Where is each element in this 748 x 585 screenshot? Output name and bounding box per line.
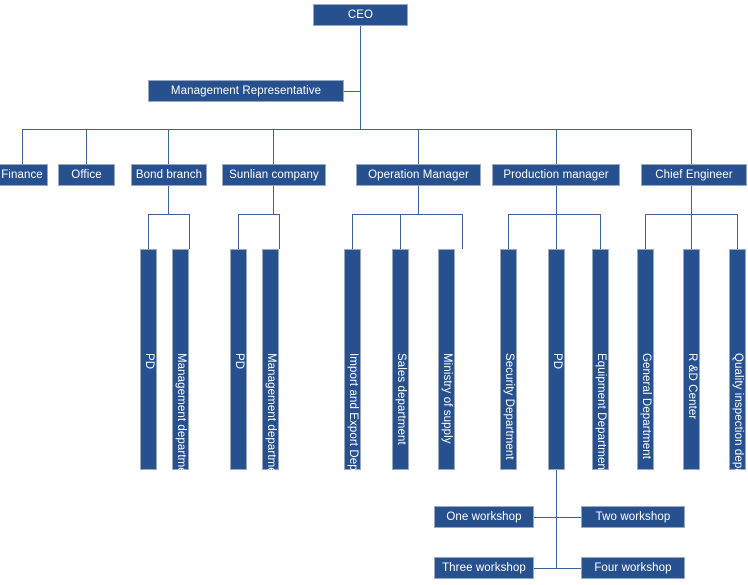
node-three-workshop[interactable]: Three workshop (434, 557, 534, 579)
node-four-workshop[interactable]: Four workshop (581, 557, 685, 579)
connector-workshop-four (556, 568, 581, 569)
node-two-workshop[interactable]: Two workshop (581, 506, 685, 528)
connector-production-bus (508, 214, 601, 215)
node-import-and-export-department-label: Import and Export Department (346, 353, 359, 511)
node-bond-branch-label: Bond branch (135, 168, 203, 181)
connector-bond-drop-pd (148, 214, 149, 249)
connector-chief-drop-rnd (691, 214, 692, 249)
connector-main-bus (22, 129, 691, 130)
node-operation-manager-label: Operation Manager (368, 168, 469, 181)
node-finance-label: Finance (1, 168, 43, 181)
connector-operation-drop-ministry (462, 214, 463, 249)
node-bond-pd[interactable]: PD (140, 249, 157, 470)
node-equipment-department-of-energy-label: Equipment Department of energy (594, 353, 607, 526)
node-sales-department-label: Sales department (394, 353, 407, 445)
connector-workshop-two (556, 517, 581, 518)
node-office-label: Office (71, 168, 102, 181)
node-bond-branch[interactable]: Bond branch (131, 164, 207, 186)
node-rnd-center[interactable]: R &D Center (683, 249, 700, 470)
node-sunlian-company[interactable]: Sunlian company (222, 164, 326, 186)
node-three-workshop-label: Three workshop (442, 561, 526, 574)
connector-operation-bus (352, 214, 463, 215)
node-production-manager[interactable]: Production manager (492, 164, 620, 186)
connector-sunlian-bus (238, 214, 280, 215)
connector-drop-operation (418, 129, 419, 164)
node-management-representative-label: Management Representative (170, 84, 322, 97)
node-sunlian-management-department[interactable]: Management department (262, 249, 279, 484)
connector-drop-bond (168, 129, 169, 164)
node-bond-management-department-label: Management department (174, 353, 187, 484)
node-ministry-of-supply-label: Ministry of supply (440, 353, 453, 444)
node-production-pd-label: PD (550, 353, 563, 370)
node-ceo-label: CEO (347, 8, 374, 21)
node-general-department-label: General Department (639, 353, 652, 460)
node-one-workshop-label: One workshop (446, 510, 522, 523)
connector-staff-link (344, 91, 361, 92)
connector-bond-drop-mgmt (189, 214, 190, 249)
connector-bond-bus (148, 214, 190, 215)
node-bond-management-department[interactable]: Management department (172, 249, 189, 484)
node-security-department[interactable]: Security Department (500, 249, 517, 470)
node-chief-engineer[interactable]: Chief Engineer (641, 164, 747, 186)
node-security-department-label: Security Department (502, 353, 515, 460)
connector-chief-drop-quality (737, 214, 738, 249)
connector-sunlian-drop-mgmt (279, 214, 280, 249)
connector-bond-stem (168, 186, 169, 214)
connector-workshop-three (534, 568, 557, 569)
connector-drop-office (86, 129, 87, 164)
node-operation-manager[interactable]: Operation Manager (356, 164, 481, 186)
connector-production-drop-security (508, 214, 509, 249)
connector-drop-production (556, 129, 557, 164)
connector-operation-stem (418, 186, 419, 214)
connector-sunlian-stem (273, 186, 274, 214)
connector-drop-finance (22, 129, 23, 164)
node-ceo[interactable]: CEO (313, 4, 408, 26)
node-production-pd[interactable]: PD (548, 249, 565, 470)
node-four-workshop-label: Four workshop (594, 561, 672, 574)
connector-chief-stem (691, 186, 692, 214)
node-quality-inspection-department-label: Quality inspection department (731, 353, 744, 509)
node-sunlian-pd[interactable]: PD (230, 249, 247, 470)
connector-ceo-trunk (360, 26, 361, 129)
node-bond-pd-label: PD (142, 353, 155, 370)
node-office[interactable]: Office (58, 164, 115, 186)
node-ministry-of-supply[interactable]: Ministry of supply (438, 249, 455, 470)
connector-workshop-one (534, 517, 557, 518)
connector-production-drop-equipment (600, 214, 601, 249)
node-sunlian-management-department-label: Management department (264, 353, 277, 484)
node-quality-inspection-department[interactable]: Quality inspection department (729, 249, 746, 508)
connector-sunlian-drop-pd (238, 214, 239, 249)
connector-production-drop-pd (556, 214, 557, 249)
node-sales-department[interactable]: Sales department (392, 249, 409, 470)
node-management-representative[interactable]: Management Representative (148, 80, 344, 102)
node-sunlian-pd-label: PD (232, 353, 245, 370)
connector-workshops-trunk (556, 470, 557, 568)
node-chief-engineer-label: Chief Engineer (655, 168, 733, 181)
node-sunlian-company-label: Sunlian company (229, 168, 319, 181)
node-rnd-center-label: R &D Center (685, 353, 698, 420)
connector-production-stem (556, 186, 557, 214)
node-equipment-department-of-energy[interactable]: Equipment Department of energy (592, 249, 609, 526)
node-finance[interactable]: Finance (0, 164, 48, 186)
connector-drop-chief (691, 129, 692, 164)
connector-operation-drop-import (352, 214, 353, 249)
node-one-workshop[interactable]: One workshop (434, 506, 534, 528)
node-two-workshop-label: Two workshop (595, 510, 671, 523)
node-production-manager-label: Production manager (503, 168, 609, 181)
connector-drop-sunlian (273, 129, 274, 164)
node-import-and-export-department[interactable]: Import and Export Department (344, 249, 361, 511)
connector-chief-drop-general (645, 214, 646, 249)
connector-operation-drop-sales (400, 214, 401, 249)
node-general-department[interactable]: General Department (637, 249, 654, 470)
